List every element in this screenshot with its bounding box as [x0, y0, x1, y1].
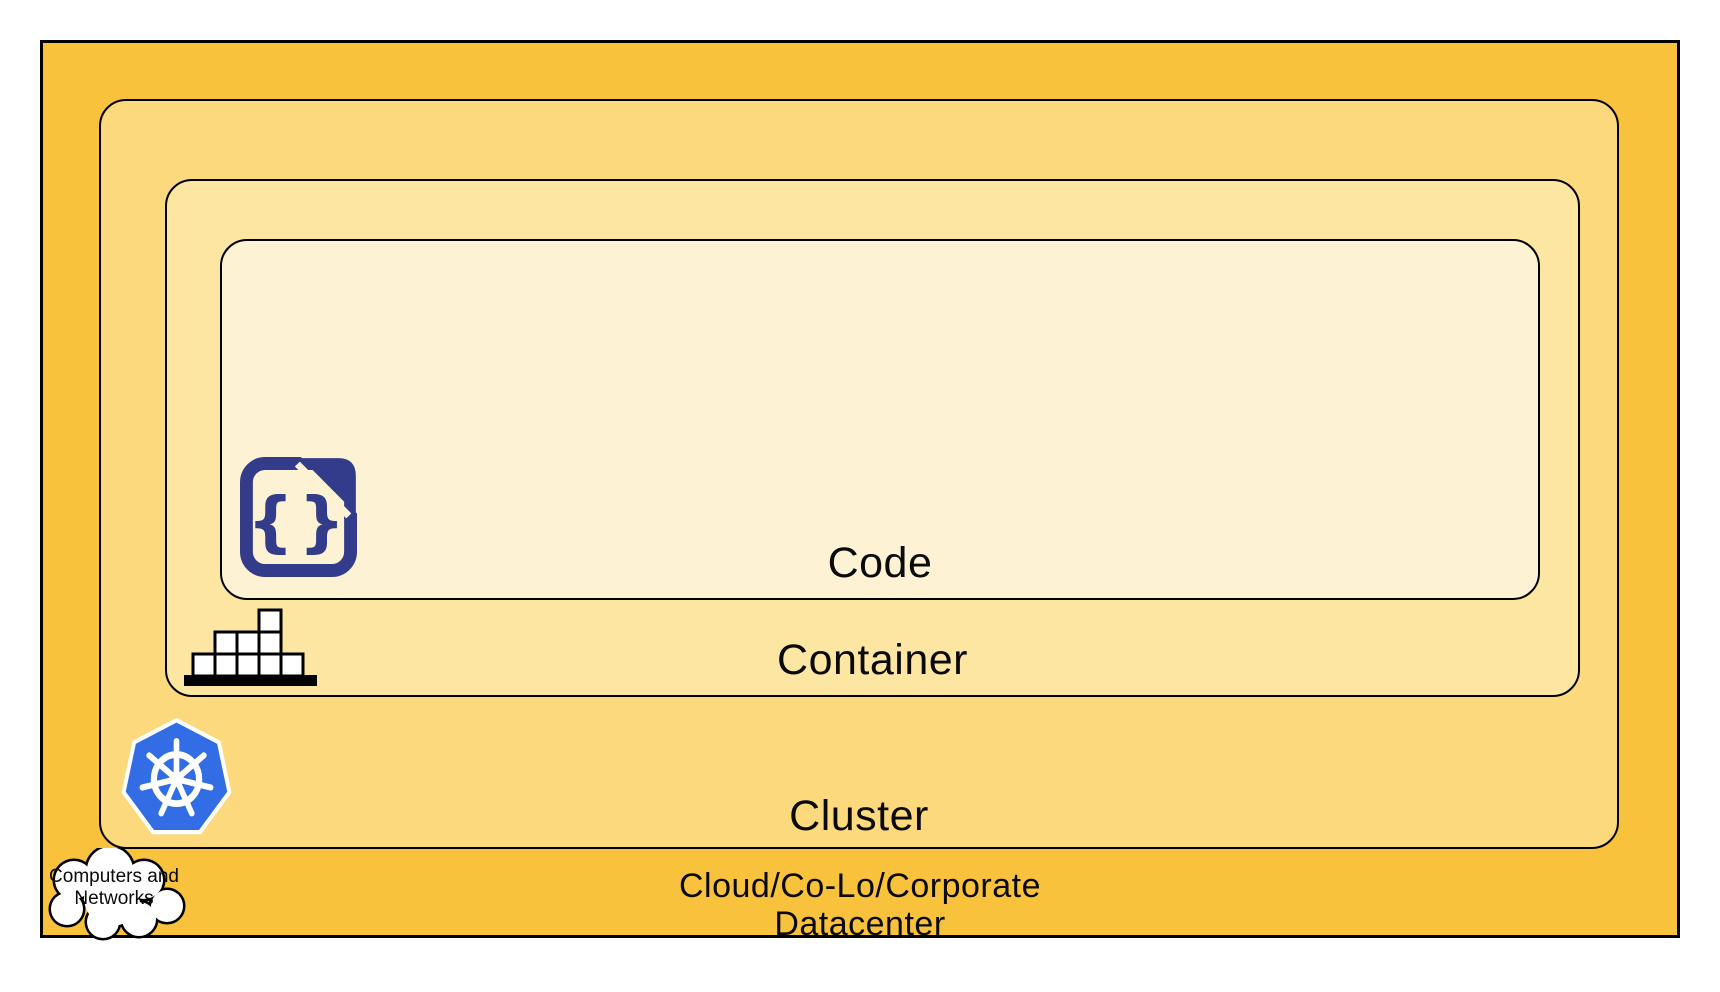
container-label: Container — [777, 636, 968, 684]
code-label: Code — [827, 539, 933, 587]
computers-networks-cloud-icon — [48, 848, 186, 941]
cloud-callout-line1: Computers and — [49, 866, 179, 887]
svg-text:{}: {} — [247, 484, 350, 560]
cloud-callout-line2: Networks — [74, 888, 154, 909]
container-blocks-icon — [184, 608, 317, 686]
datacenter-label: Cloud/Co-Lo/Corporate Datacenter — [40, 867, 1680, 943]
code-file-icon: {} — [240, 457, 357, 577]
cloud-callout-text: Computers and Networks — [40, 866, 188, 910]
kubernetes-icon — [121, 717, 232, 835]
code-layer — [220, 239, 1540, 600]
datacenter-label-line1: Cloud/Co-Lo/Corporate — [678, 867, 1042, 905]
datacenter-label-line2: Datacenter — [774, 905, 946, 943]
cluster-label: Cluster — [789, 792, 929, 840]
